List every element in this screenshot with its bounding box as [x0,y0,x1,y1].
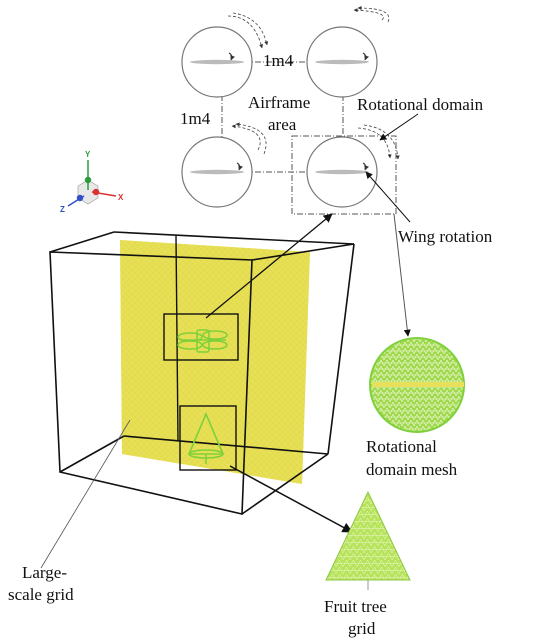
large-scale-label-1: Large- [22,563,67,582]
axis-z-label: Z [60,205,65,214]
arrow-domain-to-mesh [393,213,411,337]
rotational-domain-mesh [369,337,465,433]
arrow-tree-to-fruit [229,465,353,533]
rotor-bottom-right [306,124,400,208]
dimension-label-top: 1m4 [263,51,294,70]
arrow-drone-to-rotor [205,213,333,319]
rotor-bottom-left [181,122,267,208]
arrow-rotational-domain [379,113,419,141]
rotational-domain-box [291,135,397,215]
fruit-tree-label-1: Fruit tree [324,597,387,616]
drone-model [177,329,228,353]
axis-y-label: Y [85,150,91,159]
wing-rotation-label: Wing rotation [398,227,493,246]
rotor-top-right [306,6,390,98]
rotor-top-left [181,12,269,98]
tree-highlight-box [179,405,237,471]
rotor-assembly [181,6,400,215]
drone-highlight-box [163,313,239,361]
airframe-label-1: Airframe [248,93,310,112]
arrow-wing-rotation [365,171,411,223]
rotational-mesh-label-2: domain mesh [366,460,458,479]
leader-large-scale-grid [40,419,131,569]
airframe-label-2: area [268,115,297,134]
airframe-frame [221,61,344,173]
large-scale-grid [49,231,355,515]
tree-model [187,411,225,464]
rotational-mesh-label-1: Rotational [366,437,437,456]
dimension-label-left: 1m4 [180,109,211,128]
fruit-tree-label-2: grid [348,619,376,638]
rotational-domain-label: Rotational domain [357,95,484,114]
axis-x-label: X [118,193,124,202]
axis-triad: Y X Z [60,150,124,214]
large-scale-label-2: scale grid [8,585,74,604]
fruit-tree-mesh [325,490,411,590]
